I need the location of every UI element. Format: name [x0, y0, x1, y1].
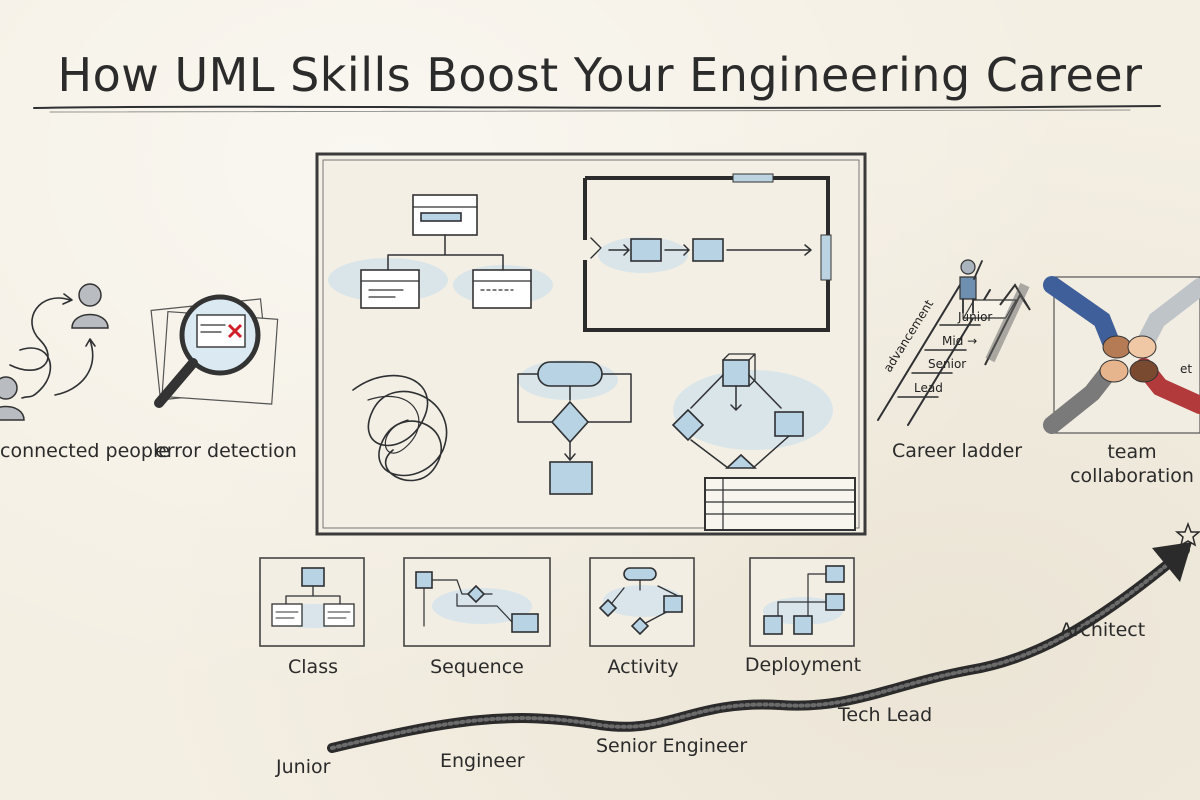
career-ladder-label: Career ladder: [892, 440, 1023, 462]
ladder-rung-mid: Mid →: [942, 334, 977, 348]
table-sketch: [704, 477, 856, 531]
ladder-rung-lead: Lead: [914, 381, 943, 395]
diagram-type-class: Class: [288, 656, 338, 678]
title-underline: [33, 105, 1161, 113]
tangled-scribble: [352, 374, 448, 482]
class-thumbnail: [259, 557, 365, 647]
deployment-diagram-sketch: [671, 353, 833, 469]
diagram-type-deployment: Deployment: [744, 654, 862, 676]
team-collaboration-icon: et: [1043, 276, 1200, 434]
activity-thumbnail: [589, 557, 695, 647]
career-path-arrow: [327, 521, 1200, 753]
error-detection-label: error detection: [155, 440, 297, 462]
diagram-type-sequence: Sequence: [430, 656, 524, 678]
class-diagram-sketch: [328, 194, 553, 309]
connected-people-label: connected people: [0, 440, 170, 462]
career-step-junior: Junior: [276, 756, 331, 778]
error-detection-icon: [150, 294, 279, 408]
page-title: How UML Skills Boost Your Engineering Ca…: [57, 48, 1143, 102]
career-step-architect: Architect: [1060, 619, 1146, 641]
sequence-thumbnail: [403, 557, 551, 647]
uml-whiteboard: [315, 152, 867, 536]
team-collaboration-label: team collaboration: [1070, 441, 1194, 487]
ladder-rung-senior: Senior: [928, 357, 966, 371]
connected-people-icon: [0, 283, 109, 421]
career-step-tech-lead: Tech Lead: [838, 704, 933, 726]
diagram-type-activity: Activity: [607, 656, 679, 678]
team-collab-partial-text: et: [1180, 362, 1192, 376]
deployment-thumbnail: [749, 557, 855, 647]
activity-diagram-sketch: [517, 360, 632, 495]
career-step-engineer: Engineer: [440, 750, 525, 772]
ladder-rung-junior: Junior: [957, 310, 992, 324]
career-step-senior-engineer: Senior Engineer: [596, 735, 748, 757]
career-ladder-icon: Junior Mid → Senior Lead advancement: [877, 259, 1031, 426]
sequence-diagram-sketch: [583, 173, 832, 332]
